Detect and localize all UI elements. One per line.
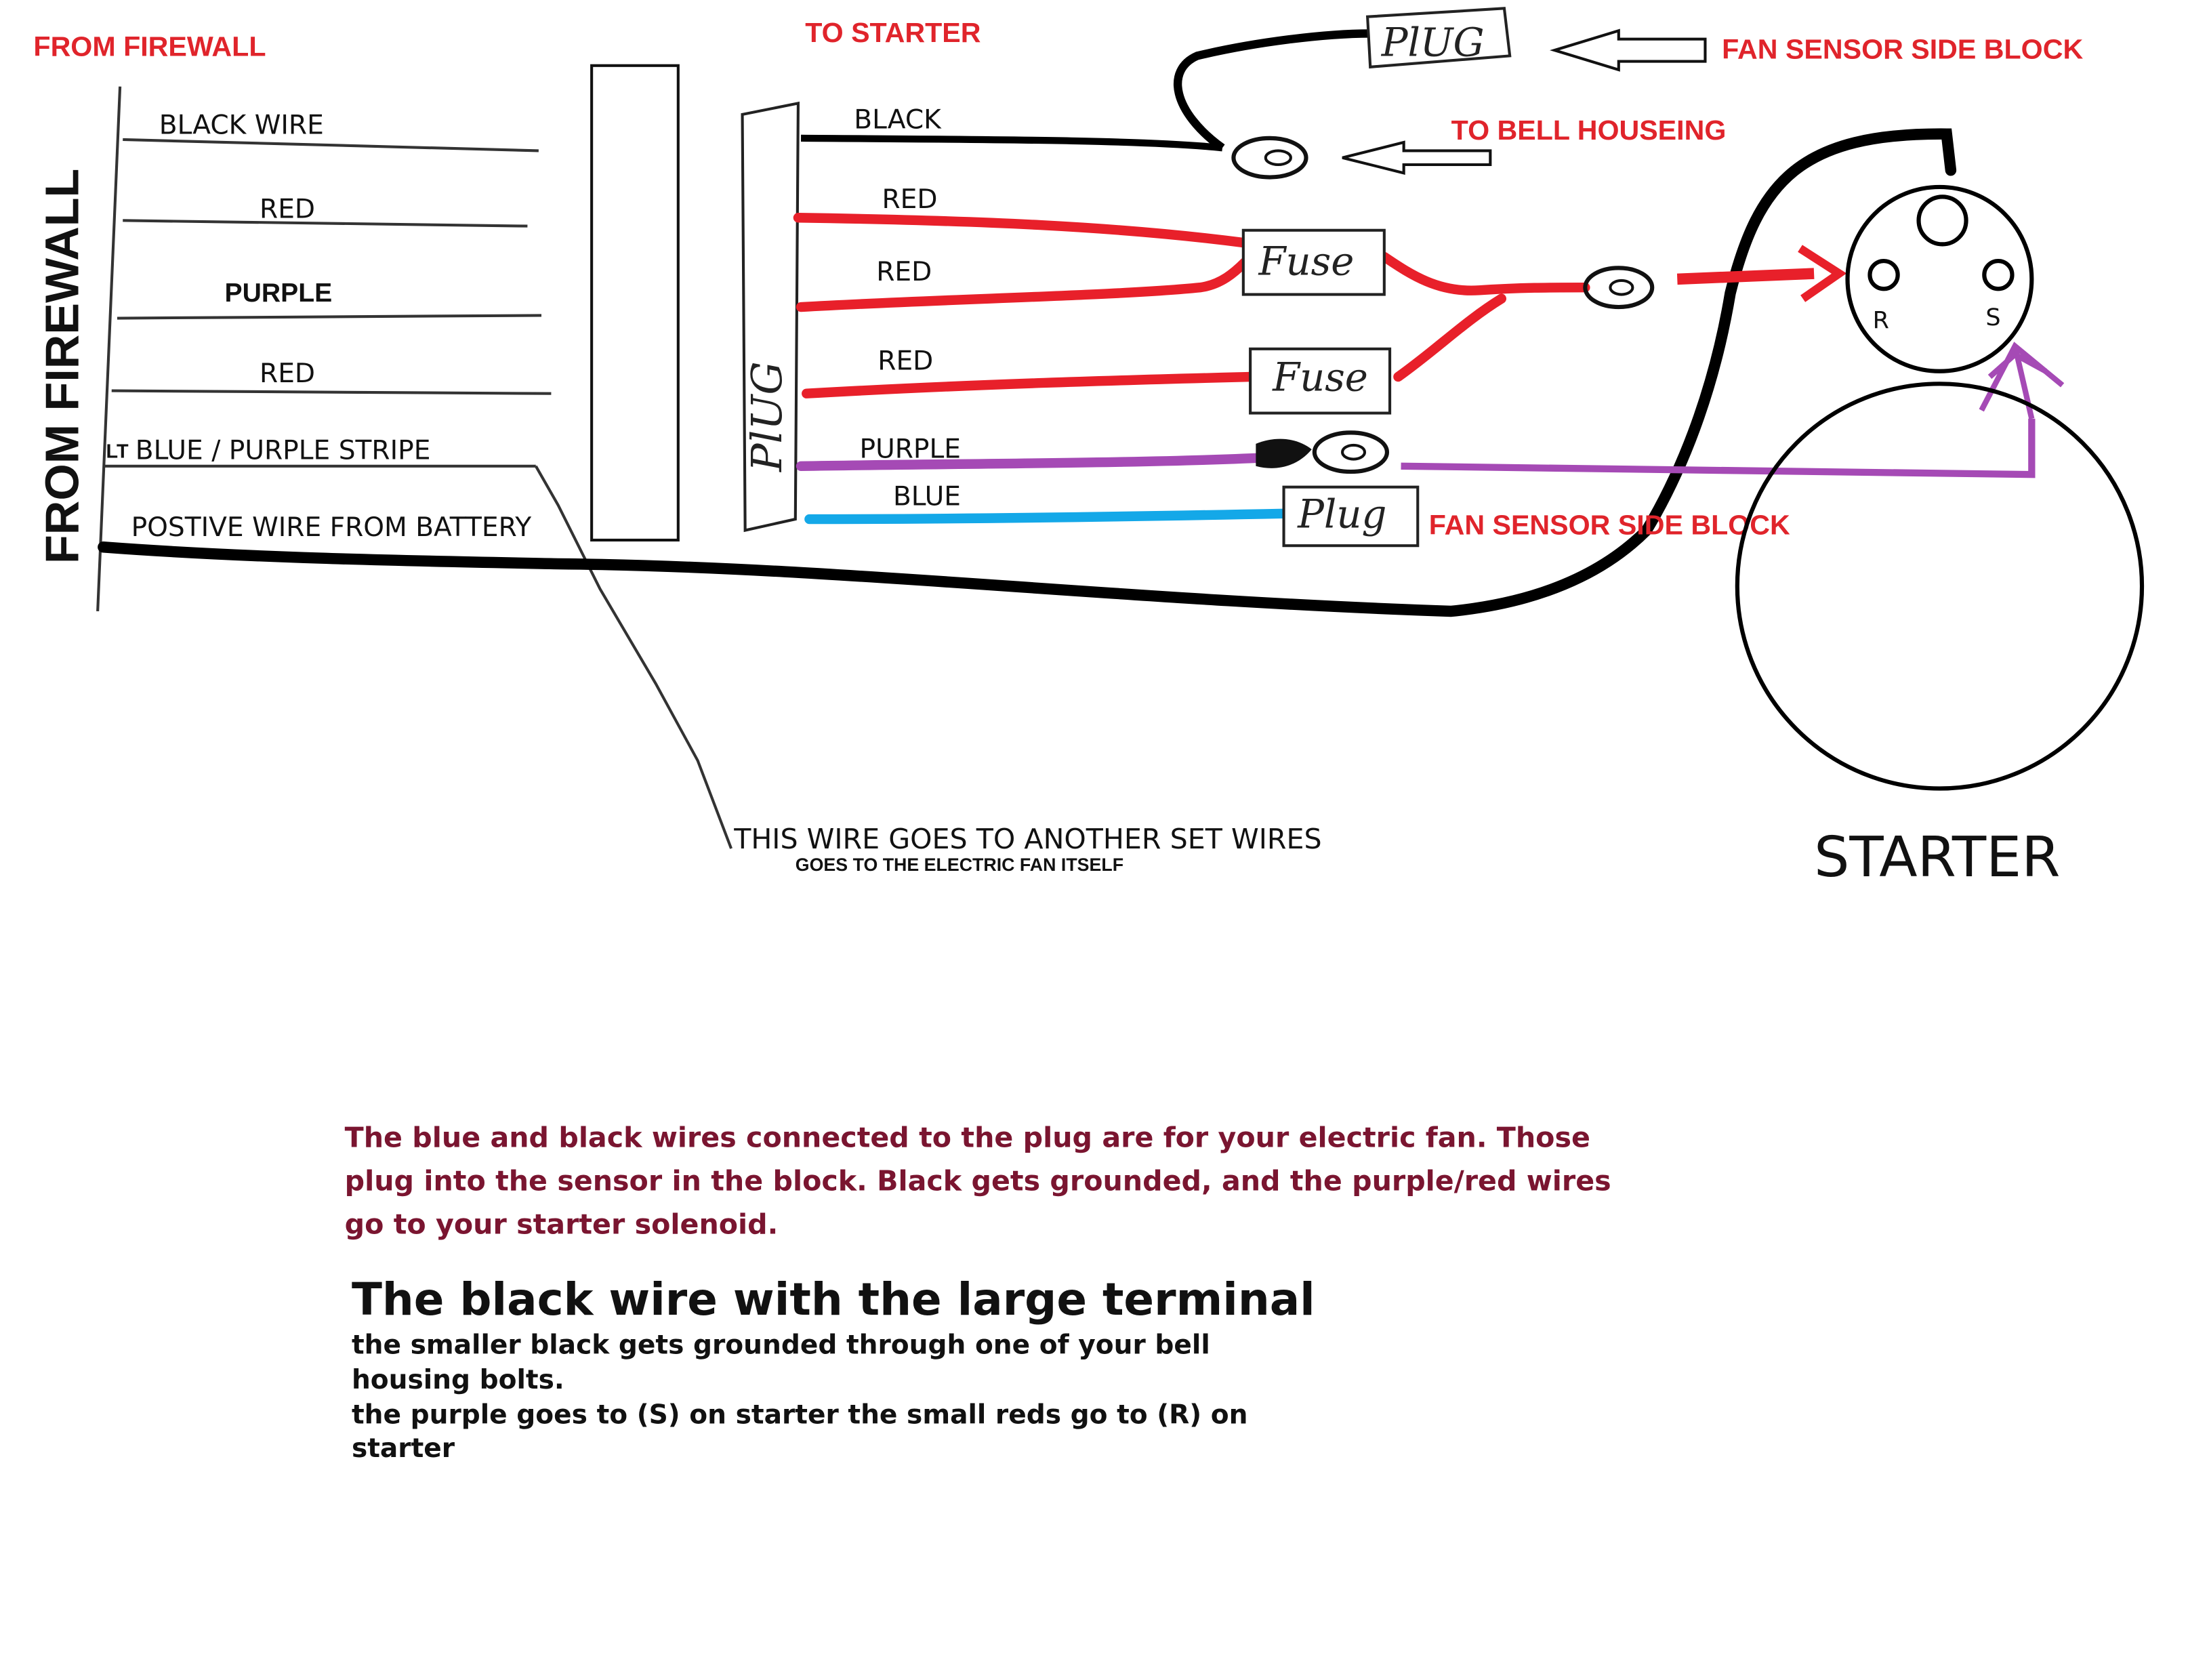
red-wire-label-2: RED [260,358,315,389]
terminal-r-label: R [1873,307,1889,334]
purple-wire-label: PURPLE [225,279,333,308]
firewall-bus-line [96,86,122,612]
positive-battery-label: POSTIVE WIRE FROM BATTERY [131,512,532,543]
vertical-plug-label: PlUG [743,361,791,472]
wire-line-red-1 [123,219,528,228]
starter [1735,184,2145,791]
firewall-harness [96,86,732,849]
bell-housing-ring-terminal [1231,136,1308,180]
starter-motor-circle [1735,382,2145,791]
r-ring-terminal [1583,266,1655,310]
note-body-1: the smaller black gets grounded through … [352,1330,1210,1361]
top-plug-label: PlUG [1381,19,1485,65]
fuse1-output-wire [1379,251,1590,295]
wire-line-red-2 [111,389,552,395]
right-red-label-2: RED [876,257,932,287]
to-bell-housing-label: TO BELL HOUSEING [1451,115,1727,146]
red-wire-1 [793,213,1250,248]
red-wire-3 [802,371,1256,398]
black-wire-label: BLACK WIRE [159,110,324,141]
harness-box [590,64,680,542]
blue-purple-stripe-label: BLUE / PURPLE STRIPE [136,436,431,466]
from-firewall-top-label: FROM FIREWALL [33,30,266,62]
fan-sensor-top-label: FAN SENSOR SIDE BLOCK [1722,33,2083,64]
wire-line-purple [117,314,542,320]
note-body-2: housing bolts. [352,1365,564,1395]
top-plug [1365,7,1512,69]
fuse-2-label: Fuse [1272,354,1368,401]
to-starter-label: TO STARTER [805,17,981,48]
fan-wire-note-2: GOES TO THE ELECTRIC FAN ITSELF [796,855,1123,875]
note-body-4: starter [352,1433,455,1464]
right-red-label-1: RED [882,184,937,215]
purple-wire-to-s [1401,418,2036,478]
bottom-plug [1282,485,1420,548]
right-black-label: BLACK [854,104,942,135]
from-firewall-side-label: FROM FIREWALL [35,169,88,564]
wire-line-black [123,138,539,152]
lt-prefix-label: LT [106,441,129,462]
vertical-plug [741,101,800,533]
starter-label: STARTER [1814,825,2060,890]
purple-wire-left [796,453,1268,472]
right-red-label-3: RED [878,346,933,377]
fuse-1-label: Fuse [1258,239,1354,285]
black-ground-wire [800,134,1223,152]
black-fan-wire [1173,29,1371,152]
red-wire-label-1: RED [260,194,315,224]
fuse-1 [1241,228,1386,296]
solenoid-circle [1845,184,2034,373]
right-blue-label: BLUE [893,481,961,512]
purple-ring-terminal [1256,430,1390,474]
r-post [1867,259,1900,291]
bottom-plug-label: Plug [1297,491,1386,537]
s-terminal-arrow [1979,342,2065,419]
note-maroon-line-2: plug into the sensor in the block. Black… [345,1165,1611,1197]
s-post [1982,259,2015,291]
note-maroon-line-1: The blue and black wires connected to th… [345,1122,1590,1154]
note-maroon-line-3: go to your starter solenoid. [345,1208,779,1240]
fan-wire-leader [534,465,732,849]
blue-wire [804,508,1289,525]
fan-sensor-top-arrow [1549,28,1707,72]
fan-sensor-bottom-label: FAN SENSOR SIDE BLOCK [1429,510,1790,541]
red-wire-2 [796,257,1250,312]
note-heading: The black wire with the large terminal [352,1273,1315,1326]
fuse-2 [1249,347,1392,415]
fuse2-output-wire [1393,293,1507,382]
r-terminal-arrow [1676,245,1847,302]
bell-housing-arrow [1342,140,1492,175]
right-purple-label: PURPLE [860,434,961,464]
battery-post [1916,194,1968,247]
note-body-3: the purple goes to (S) on starter the sm… [352,1399,1248,1430]
fan-wire-note-1: THIS WIRE GOES TO ANOTHER SET WIRES [733,823,1321,855]
terminal-s-label: S [1985,304,2000,331]
